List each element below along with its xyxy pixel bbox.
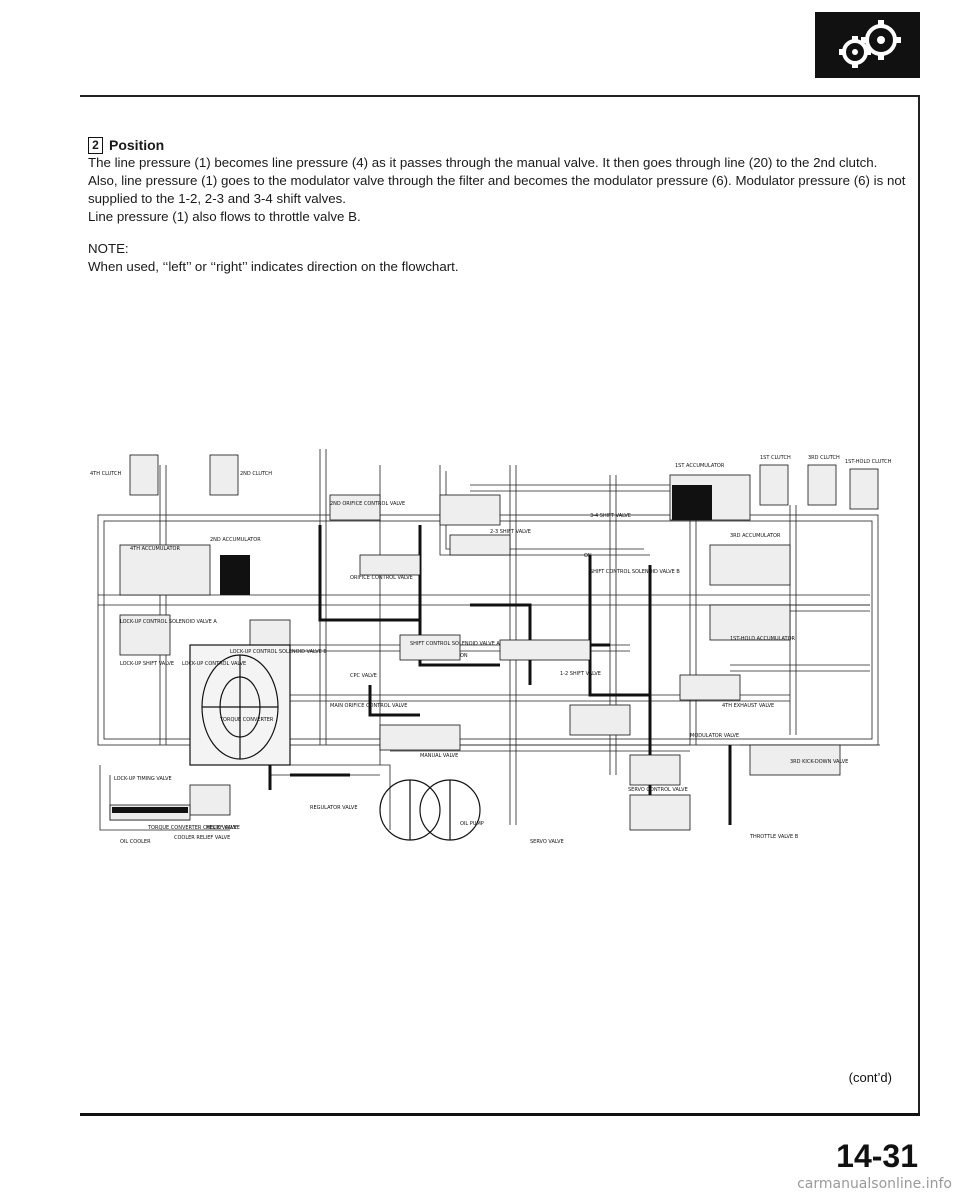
label-4th-exhaust-valve: 4TH EXHAUST VALVE [722, 703, 774, 709]
label-shift-solenoid-a: SHIFT CONTROL SOLENOID VALVE A [410, 641, 500, 647]
flowchart-svg: 4TH CLUTCH 2ND CLUTCH 1ST ACCUMULATOR 1S… [90, 449, 892, 845]
label-1st-clutch: 1ST CLUTCH [760, 455, 791, 461]
label-on-a: ON [460, 653, 468, 659]
label-relief-valve: RELIEF VALVE [206, 825, 240, 831]
label-oil-pump: OIL PUMP [460, 821, 484, 827]
frame-right-rule [918, 95, 920, 1115]
label-lockup-solenoid-a: LOCK-UP CONTROL SOLENOID VALVE A [120, 619, 217, 625]
label-4th-accumulator: 4TH ACCUMULATOR [130, 546, 180, 552]
note-text: When used, ‘‘left’’ or ‘‘right’’ indicat… [88, 259, 459, 274]
label-2-3-shift-valve: 2-3 SHIFT VALVE [490, 529, 531, 535]
watermark-text: carmanualsonline.info [797, 1176, 952, 1192]
transmission-gear-icon [815, 12, 920, 78]
label-3rd-clutch: 3RD CLUTCH [808, 455, 840, 461]
hydraulic-flowchart: 4TH CLUTCH 2ND CLUTCH 1ST ACCUMULATOR 1S… [90, 445, 902, 845]
frame-top-rule [80, 95, 920, 97]
label-3rd-kickdown-valve: 3RD KICK-DOWN VALVE [790, 759, 848, 765]
paragraph-1: The line pressure (1) becomes line press… [88, 155, 906, 206]
label-2nd-accumulator: 2ND ACCUMULATOR [210, 537, 261, 543]
label-2nd-clutch: 2ND CLUTCH [240, 471, 272, 477]
label-lockup-solenoid-b: LOCK-UP CONTROL SOLENOID VALVE B [230, 649, 327, 655]
label-torque-converter: TORQUE CONVERTER [219, 717, 274, 723]
label-2nd-orifice-control: 2ND ORIFICE CONTROL VALVE [330, 501, 405, 507]
label-1st-hold-clutch: 1ST-HOLD CLUTCH [845, 459, 892, 465]
label-1st-accumulator: 1ST ACCUMULATOR [675, 463, 725, 469]
label-servo-valve: SERVO VALVE [530, 839, 564, 845]
label-tc-check-valve: TORQUE CONVERTER CHECK VALVE [147, 825, 237, 831]
label-3-4-shift-valve: 3-4 SHIFT VALVE [590, 513, 631, 519]
label-manual-valve: MANUAL VALVE [420, 753, 458, 759]
label-1-2-shift-valve: 1-2 SHIFT VALVE [560, 671, 601, 677]
label-modulator-valve: MODULATOR VALVE [690, 733, 739, 739]
label-oil-cooler: OIL COOLER [120, 839, 151, 845]
frame-bottom-rule [80, 1113, 920, 1116]
position-number-box: 2 [88, 136, 103, 154]
description-block: 2 Position The line pressure (1) becomes… [88, 136, 908, 276]
label-lockup-shift-valve: LOCK-UP SHIFT VALVE [120, 661, 174, 667]
label-orifice-control-valve: ORIFICE CONTROL VALVE [350, 575, 413, 581]
label-lockup-timing-valve: LOCK-UP TIMING VALVE [114, 776, 172, 782]
label-regulator-valve: REGULATOR VALVE [310, 805, 358, 811]
label-throttle-valve-b: THROTTLE VALVE B [749, 834, 799, 840]
label-3rd-accumulator: 3RD ACCUMULATOR [730, 533, 781, 539]
label-on-b: ON [584, 553, 592, 559]
label-main-orifice-control: MAIN ORIFICE CONTROL VALVE [330, 703, 407, 709]
label-servo-control-valve: SERVO CONTROL VALVE [628, 787, 688, 793]
continued-label: (cont’d) [848, 1070, 892, 1085]
label-lockup-control-valve: LOCK-UP CONTROL VALVE [182, 661, 246, 667]
label-1st-hold-accumulator: 1ST-HOLD ACCUMULATOR [730, 636, 796, 642]
label-4th-clutch: 4TH CLUTCH [90, 471, 122, 477]
paragraph-2: Line pressure (1) also flows to throttle… [88, 209, 361, 224]
label-cooler-relief-valve: COOLER RELIEF VALVE [174, 835, 230, 841]
position-heading: 2 Position [88, 136, 908, 154]
page-number: 14-31 [836, 1138, 918, 1174]
position-title: Position [109, 137, 165, 153]
label-cpc-valve: CPC VALVE [350, 673, 377, 679]
label-shift-solenoid-b: SHIFT CONTROL SOLENOID VALVE B [590, 569, 680, 575]
note-label: NOTE: [88, 241, 129, 256]
